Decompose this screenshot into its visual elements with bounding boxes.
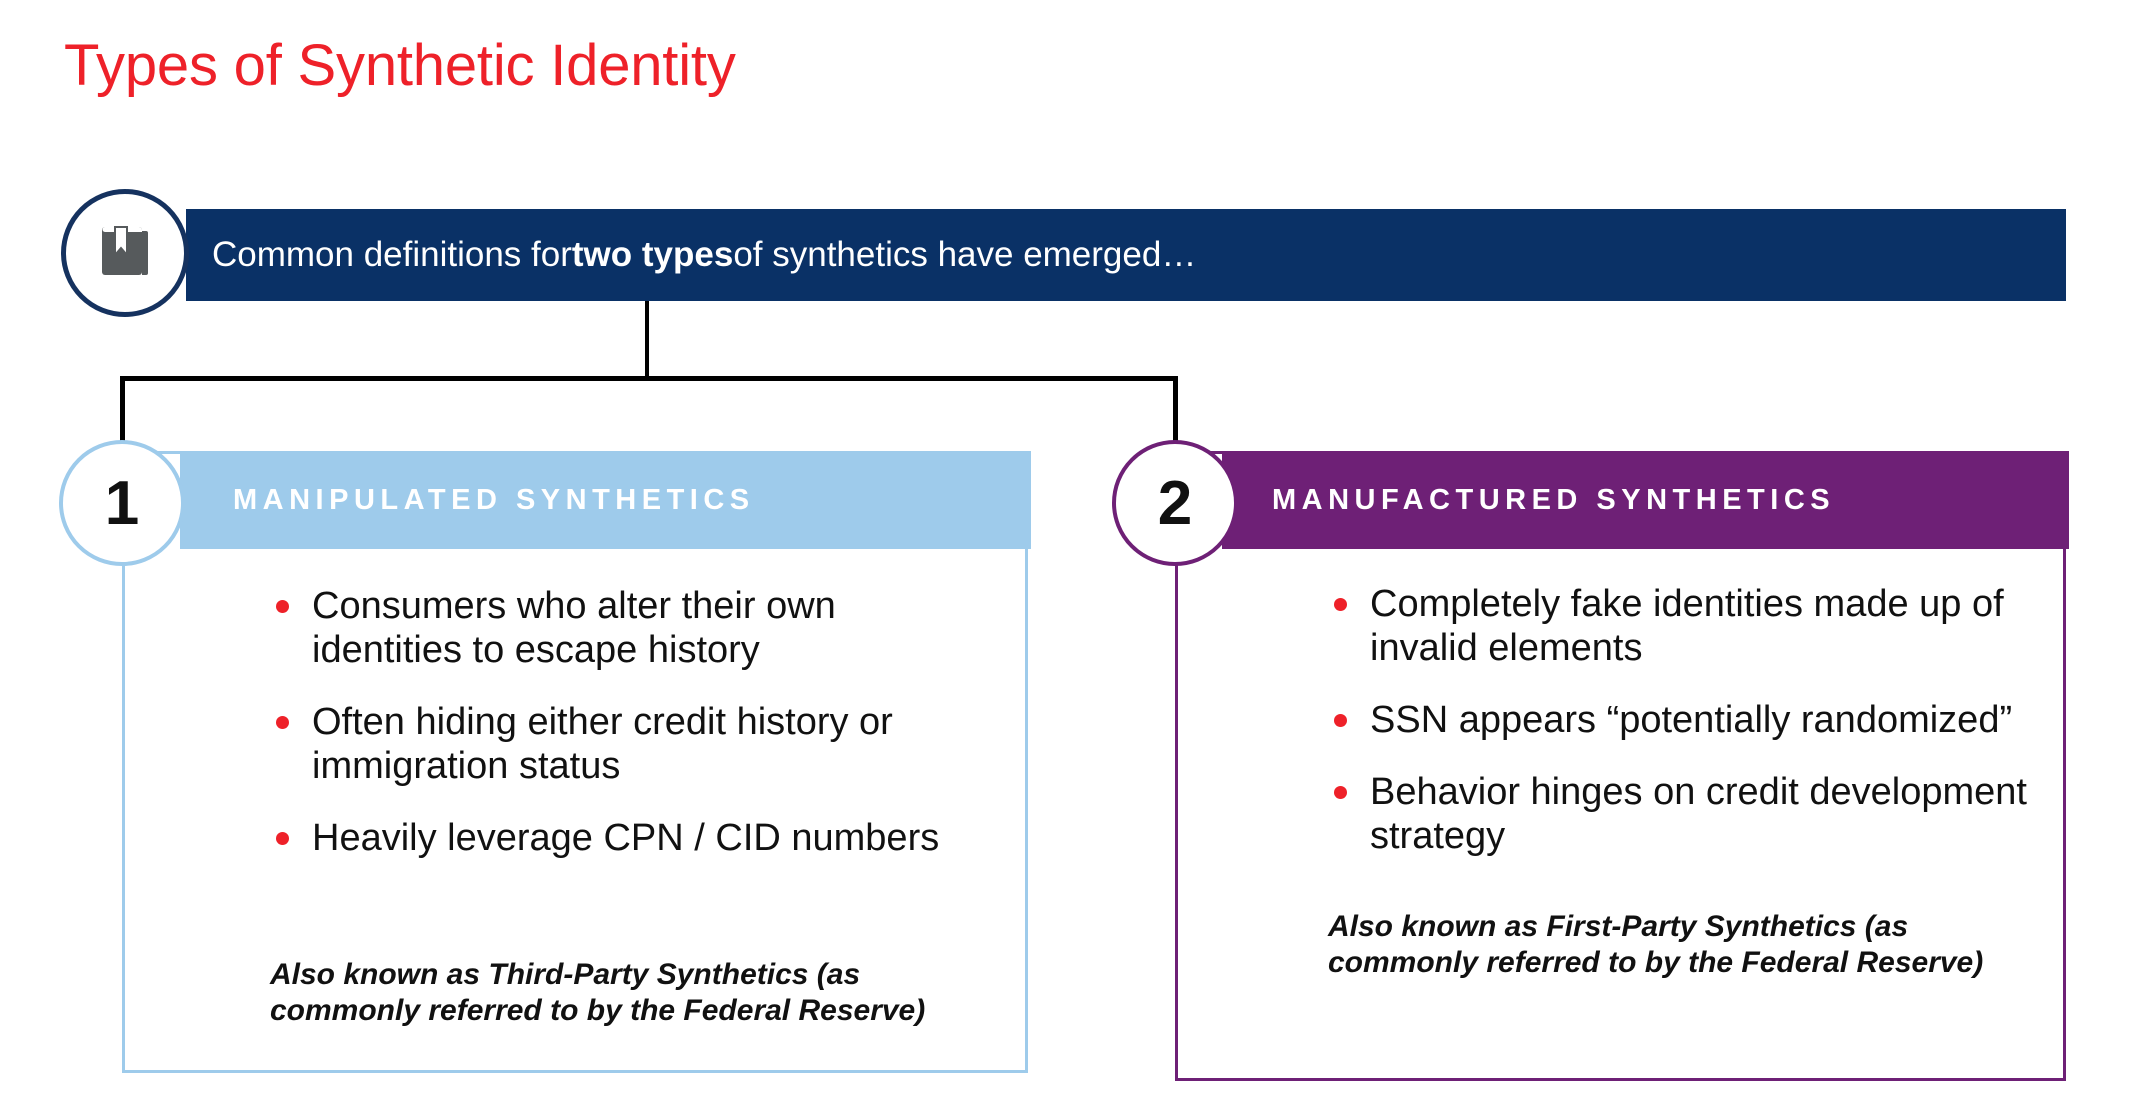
banner-text: Common definitions for two types of synt…	[212, 227, 1812, 283]
banner-text-bold: two types	[571, 235, 734, 274]
definition-banner	[186, 209, 2066, 301]
card-footnote-2: Also known as First-Party Synthetics (as…	[1328, 910, 1984, 979]
list-item: Behavior hinges on credit development st…	[1328, 770, 2048, 858]
connector-vertical-top	[645, 301, 649, 379]
list-item: Completely fake identities made up of in…	[1328, 582, 2048, 670]
list-item: SSN appears “potentially randomized”	[1328, 698, 2048, 742]
connector-horizontal	[122, 376, 1178, 381]
list-item: Heavily leverage CPN / CID numbers	[270, 816, 990, 860]
bullet-list-2: Completely fake identities made up of in…	[1328, 582, 2048, 886]
card-header-label-2: MANUFACTURED SYNTHETICS	[1272, 483, 1836, 516]
list-item: Consumers who alter their own identities…	[270, 584, 990, 672]
banner-icon-badge	[61, 189, 189, 317]
card-footnote-1: Also known as Third-Party Synthetics (as…	[270, 958, 926, 1027]
banner-text-before: Common definitions for	[212, 235, 572, 274]
card-number-badge-1: 1	[59, 440, 185, 566]
card-manipulated-synthetics: MANIPULATED SYNTHETICS Consumers who alt…	[122, 451, 1031, 1073]
bullet-list-1: Consumers who alter their own identities…	[270, 584, 990, 888]
list-item: Often hiding either credit history or im…	[270, 700, 990, 788]
card-header-label-1: MANIPULATED SYNTHETICS	[233, 483, 755, 516]
card-manufactured-synthetics: MANUFACTURED SYNTHETICS Completely fake …	[1175, 451, 2069, 1081]
card-header-2: MANUFACTURED SYNTHETICS	[1222, 451, 2069, 549]
connector-vertical-right	[1173, 376, 1178, 451]
banner-text-after: of synthetics have emerged…	[733, 235, 1197, 274]
card-header-1: MANIPULATED SYNTHETICS	[180, 451, 1031, 549]
page-title: Types of Synthetic Identity	[64, 33, 736, 98]
connector-vertical-left	[120, 376, 125, 451]
card-number-badge-2: 2	[1112, 440, 1238, 566]
book-icon	[93, 221, 157, 285]
